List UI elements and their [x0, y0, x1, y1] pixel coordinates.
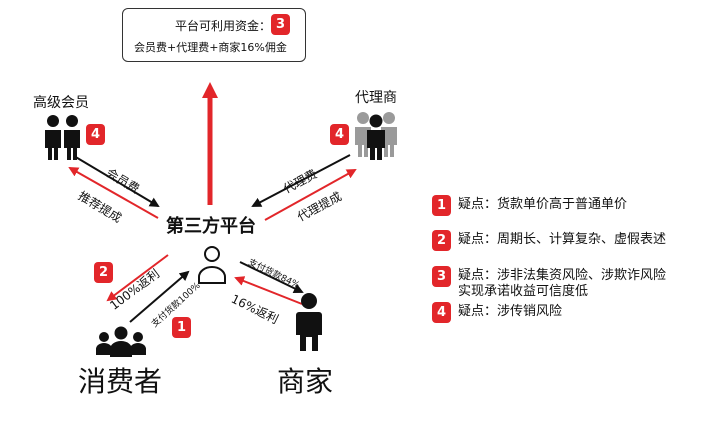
members-badge: 4 [86, 124, 105, 145]
platform-funds-title: 平台可利用资金： [175, 19, 272, 33]
platform-funds-formula: 会员费+代理费+商家16%佣金 [134, 41, 287, 54]
consumer-return-arrow [106, 254, 169, 302]
agent-fee-arrow [251, 154, 351, 207]
platform-label: 第三方平台 [166, 216, 256, 237]
legend-text-3-line2: 实现承诺收益可信度低 [458, 284, 589, 299]
legend-badge-4: 4 [432, 302, 451, 323]
legend-item-1: 1 疑点：货款单价高于普通单价 [432, 195, 627, 216]
legend-text-3: 疑点：涉非法集资风险、涉欺诈风险 实现承诺收益可信度低 [458, 266, 666, 300]
merchants-icon [296, 293, 322, 351]
agents-badge: 4 [330, 124, 349, 145]
consumers-pay-badge: 1 [172, 317, 191, 338]
consumer-pay-arrow [129, 270, 190, 323]
badge-3-top: 3 [271, 14, 290, 35]
members-icon [45, 115, 80, 160]
merchants-label: 商家 [277, 365, 334, 398]
merchant-pay-arrow [239, 261, 304, 294]
legend-badge-3: 3 [432, 266, 451, 287]
legend-text-3-line1: 疑点：涉非法集资风险、涉欺诈风险 [458, 268, 667, 283]
referral-arrow [68, 167, 159, 219]
agents-label: 代理商 [355, 90, 397, 106]
legend-text-1: 疑点：货款单价高于普通单价 [458, 197, 628, 212]
consumers-label: 消费者 [78, 365, 163, 398]
platform-funds-box: 平台可利用资金： 3 会员费+代理费+商家16%佣金 [122, 8, 306, 62]
legend-badge-1: 1 [432, 195, 451, 216]
legend-item-4: 4 疑点：涉传销风险 [432, 302, 562, 323]
legend-badge-2: 2 [432, 230, 451, 251]
platform-user-icon [198, 246, 226, 284]
legend-item-2: 2 疑点：周期长、计算复杂、虚假表述 [432, 230, 666, 251]
members-label: 高级会员 [33, 95, 89, 111]
legend-text-2: 疑点：周期长、计算复杂、虚假表述 [458, 232, 667, 247]
legend-item-3: 3 疑点：涉非法集资风险、涉欺诈风险 实现承诺收益可信度低 [432, 266, 666, 300]
merchant-return-arrow [234, 276, 303, 305]
legend-text-4: 疑点：涉传销风险 [458, 304, 563, 319]
consumers-return-badge: 2 [94, 262, 113, 283]
agents-icon [355, 112, 397, 160]
agent-commission-arrow [264, 169, 357, 221]
consumers-icon [96, 326, 146, 357]
member-fee-arrow [73, 155, 160, 208]
